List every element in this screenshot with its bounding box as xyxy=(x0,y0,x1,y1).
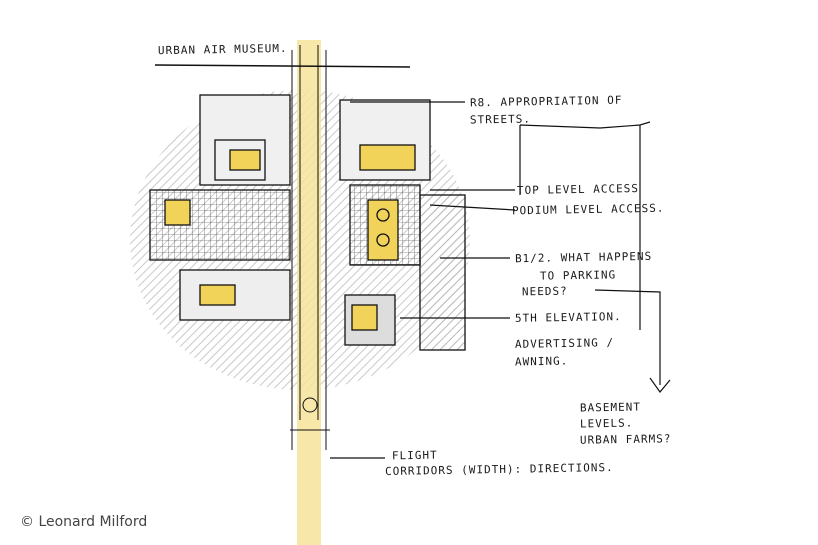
copyright-credit: © Leonard Milford xyxy=(20,514,148,530)
note-b12: B1/2. What happens xyxy=(514,249,653,266)
yellow-corridor xyxy=(297,40,321,545)
leader-lines xyxy=(330,101,671,459)
note-appropriation: R8. Appropriation of xyxy=(469,93,623,110)
note-podium-level: Podium level access. xyxy=(511,201,665,218)
note-awning: Awning. xyxy=(514,354,569,369)
note-b12-3: needs? xyxy=(521,284,568,299)
note-b12-2: to parking xyxy=(539,268,617,283)
building-right xyxy=(339,99,466,351)
note-fifth-elevation: 5th elevation. xyxy=(514,310,622,325)
central-corridor-lines xyxy=(290,45,330,450)
note-flight: Flight xyxy=(391,448,438,463)
note-urban-farms: Urban farms? xyxy=(579,432,672,447)
note-basement: Basement xyxy=(579,400,642,415)
note-appropriation-2: Streets. xyxy=(469,112,532,127)
building-left xyxy=(149,94,291,321)
note-top-level: Top level access xyxy=(516,181,640,198)
note-advertising: Advertising / xyxy=(514,336,615,351)
title-underline xyxy=(154,64,411,68)
title: Urban Air Museum. xyxy=(157,41,288,58)
note-basement-2: levels. xyxy=(579,416,634,431)
